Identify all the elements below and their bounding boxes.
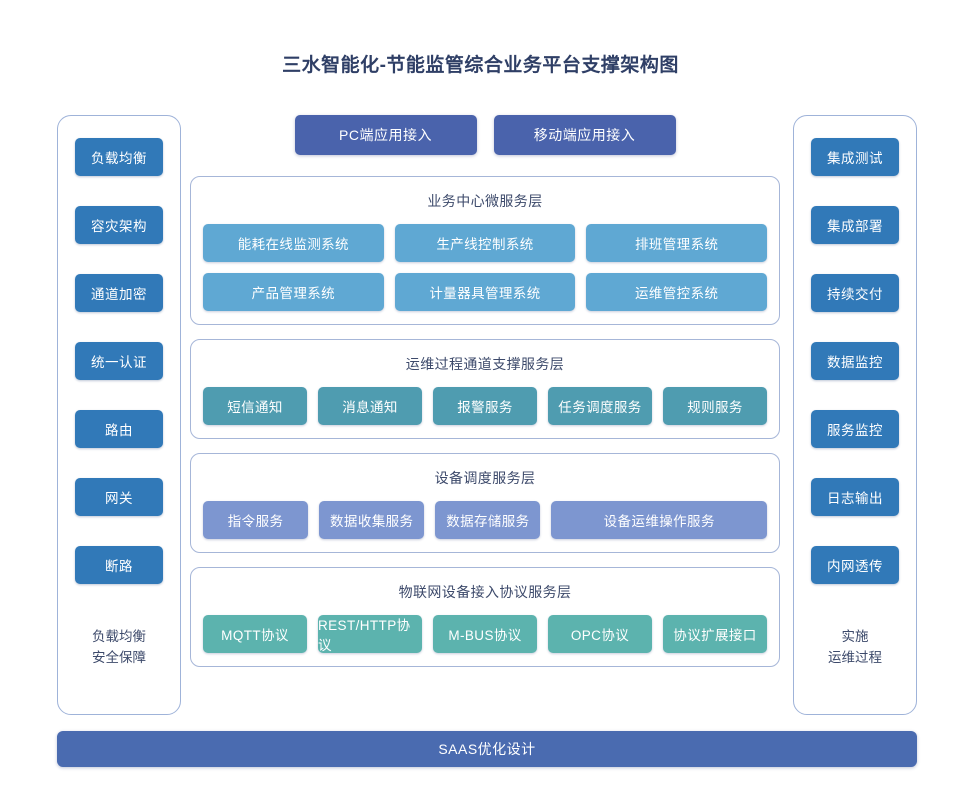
left-sidebar: 负载均衡 容灾架构 通道加密 统一认证 路由 网关 断路 负载均衡 安全保障 bbox=[57, 115, 181, 715]
mobile-access-button[interactable]: 移动端应用接入 bbox=[493, 115, 676, 155]
service-product-management[interactable]: 产品管理系统 bbox=[203, 273, 384, 311]
layer-title-device-scheduling: 设备调度服务层 bbox=[434, 470, 536, 486]
sidebar-item-integration-deploy[interactable]: 集成部署 bbox=[811, 206, 899, 244]
service-production-line-control[interactable]: 生产线控制系统 bbox=[394, 224, 576, 262]
service-shift-management[interactable]: 排班管理系统 bbox=[586, 224, 768, 262]
layer-title-om-channel-support: 运维过程通道支撑服务层 bbox=[405, 356, 565, 372]
layer-row: 指令服务 数据收集服务 数据存储服务 设备运维操作服务 bbox=[203, 501, 768, 539]
right-sidebar-footer: 实施 运维过程 bbox=[828, 626, 882, 668]
service-task-scheduling[interactable]: 任务调度服务 bbox=[548, 387, 652, 425]
layer-row: 产品管理系统 计量器具管理系统 运维管控系统 bbox=[203, 273, 768, 311]
layer-row: 短信通知 消息通知 报警服务 任务调度服务 规则服务 bbox=[203, 387, 767, 425]
protocol-rest-http[interactable]: REST/HTTP协议 bbox=[318, 615, 422, 653]
service-data-storage[interactable]: 数据存储服务 bbox=[435, 501, 541, 539]
sidebar-item-channel-encryption[interactable]: 通道加密 bbox=[75, 274, 163, 312]
layer-row: 能耗在线监测系统 生产线控制系统 排班管理系统 bbox=[203, 224, 768, 262]
right-footer-line-1: 实施 bbox=[841, 629, 869, 644]
protocol-extension-interface[interactable]: 协议扩展接口 bbox=[663, 615, 767, 653]
service-data-collection[interactable]: 数据收集服务 bbox=[319, 501, 425, 539]
right-footer-line-2: 运维过程 bbox=[828, 650, 882, 665]
layer-device-scheduling: 设备调度服务层 指令服务 数据收集服务 数据存储服务 设备运维操作服务 bbox=[190, 453, 780, 553]
sidebar-item-continuous-delivery[interactable]: 持续交付 bbox=[811, 274, 899, 312]
service-energy-monitoring[interactable]: 能耗在线监测系统 bbox=[203, 224, 384, 262]
page-title: 三水智能化-节能监管综合业务平台支撑架构图 bbox=[282, 55, 679, 76]
layer-title-business-center: 业务中心微服务层 bbox=[427, 193, 543, 209]
left-footer-line-1: 负载均衡 bbox=[92, 629, 146, 644]
sidebar-item-unified-auth[interactable]: 统一认证 bbox=[75, 342, 163, 380]
sidebar-item-integration-test[interactable]: 集成测试 bbox=[811, 138, 899, 176]
sidebar-item-gateway[interactable]: 网关 bbox=[75, 478, 163, 516]
layer-business-center: 业务中心微服务层 能耗在线监测系统 生产线控制系统 排班管理系统 产品管理系统 … bbox=[190, 176, 780, 325]
center-stack: PC端应用接入 移动端应用接入 业务中心微服务层 能耗在线监测系统 生产线控制系… bbox=[190, 115, 780, 681]
sidebar-item-disaster-recovery[interactable]: 容灾架构 bbox=[75, 206, 163, 244]
layer-iot-protocol: 物联网设备接入协议服务层 MQTT协议 REST/HTTP协议 M-BUS协议 … bbox=[190, 567, 780, 667]
sidebar-item-routing[interactable]: 路由 bbox=[75, 410, 163, 448]
service-om-control[interactable]: 运维管控系统 bbox=[586, 273, 768, 311]
layer-title-iot-protocol: 物联网设备接入协议服务层 bbox=[398, 584, 572, 600]
layer-row: MQTT协议 REST/HTTP协议 M-BUS协议 OPC协议 协议扩展接口 bbox=[203, 615, 767, 653]
saas-optimization-bar[interactable]: SAAS优化设计 bbox=[57, 731, 917, 767]
sidebar-item-circuit-breaker[interactable]: 断路 bbox=[75, 546, 163, 584]
service-device-om-operation[interactable]: 设备运维操作服务 bbox=[551, 501, 768, 539]
service-alarm[interactable]: 报警服务 bbox=[433, 387, 537, 425]
protocol-opc[interactable]: OPC协议 bbox=[548, 615, 652, 653]
sidebar-item-intranet-passthrough[interactable]: 内网透传 bbox=[811, 546, 899, 584]
layer-om-channel-support: 运维过程通道支撑服务层 短信通知 消息通知 报警服务 任务调度服务 规则服务 bbox=[190, 339, 780, 439]
protocol-mbus[interactable]: M-BUS协议 bbox=[433, 615, 537, 653]
sidebar-item-load-balance[interactable]: 负载均衡 bbox=[75, 138, 163, 176]
service-rule-engine[interactable]: 规则服务 bbox=[663, 387, 767, 425]
protocol-mqtt[interactable]: MQTT协议 bbox=[203, 615, 307, 653]
service-message-notification[interactable]: 消息通知 bbox=[318, 387, 422, 425]
left-footer-line-2: 安全保障 bbox=[92, 650, 146, 665]
left-sidebar-footer: 负载均衡 安全保障 bbox=[92, 626, 146, 668]
sidebar-item-data-monitoring[interactable]: 数据监控 bbox=[811, 342, 899, 380]
service-sms-notification[interactable]: 短信通知 bbox=[203, 387, 307, 425]
right-sidebar: 集成测试 集成部署 持续交付 数据监控 服务监控 日志输出 内网透传 实施 运维… bbox=[793, 115, 917, 715]
application-access-row: PC端应用接入 移动端应用接入 bbox=[190, 115, 780, 155]
pc-access-button[interactable]: PC端应用接入 bbox=[294, 115, 477, 155]
service-metering-instrument-management[interactable]: 计量器具管理系统 bbox=[394, 273, 576, 311]
sidebar-item-service-monitoring[interactable]: 服务监控 bbox=[811, 410, 899, 448]
service-command[interactable]: 指令服务 bbox=[203, 501, 309, 539]
sidebar-item-log-output[interactable]: 日志输出 bbox=[811, 478, 899, 516]
